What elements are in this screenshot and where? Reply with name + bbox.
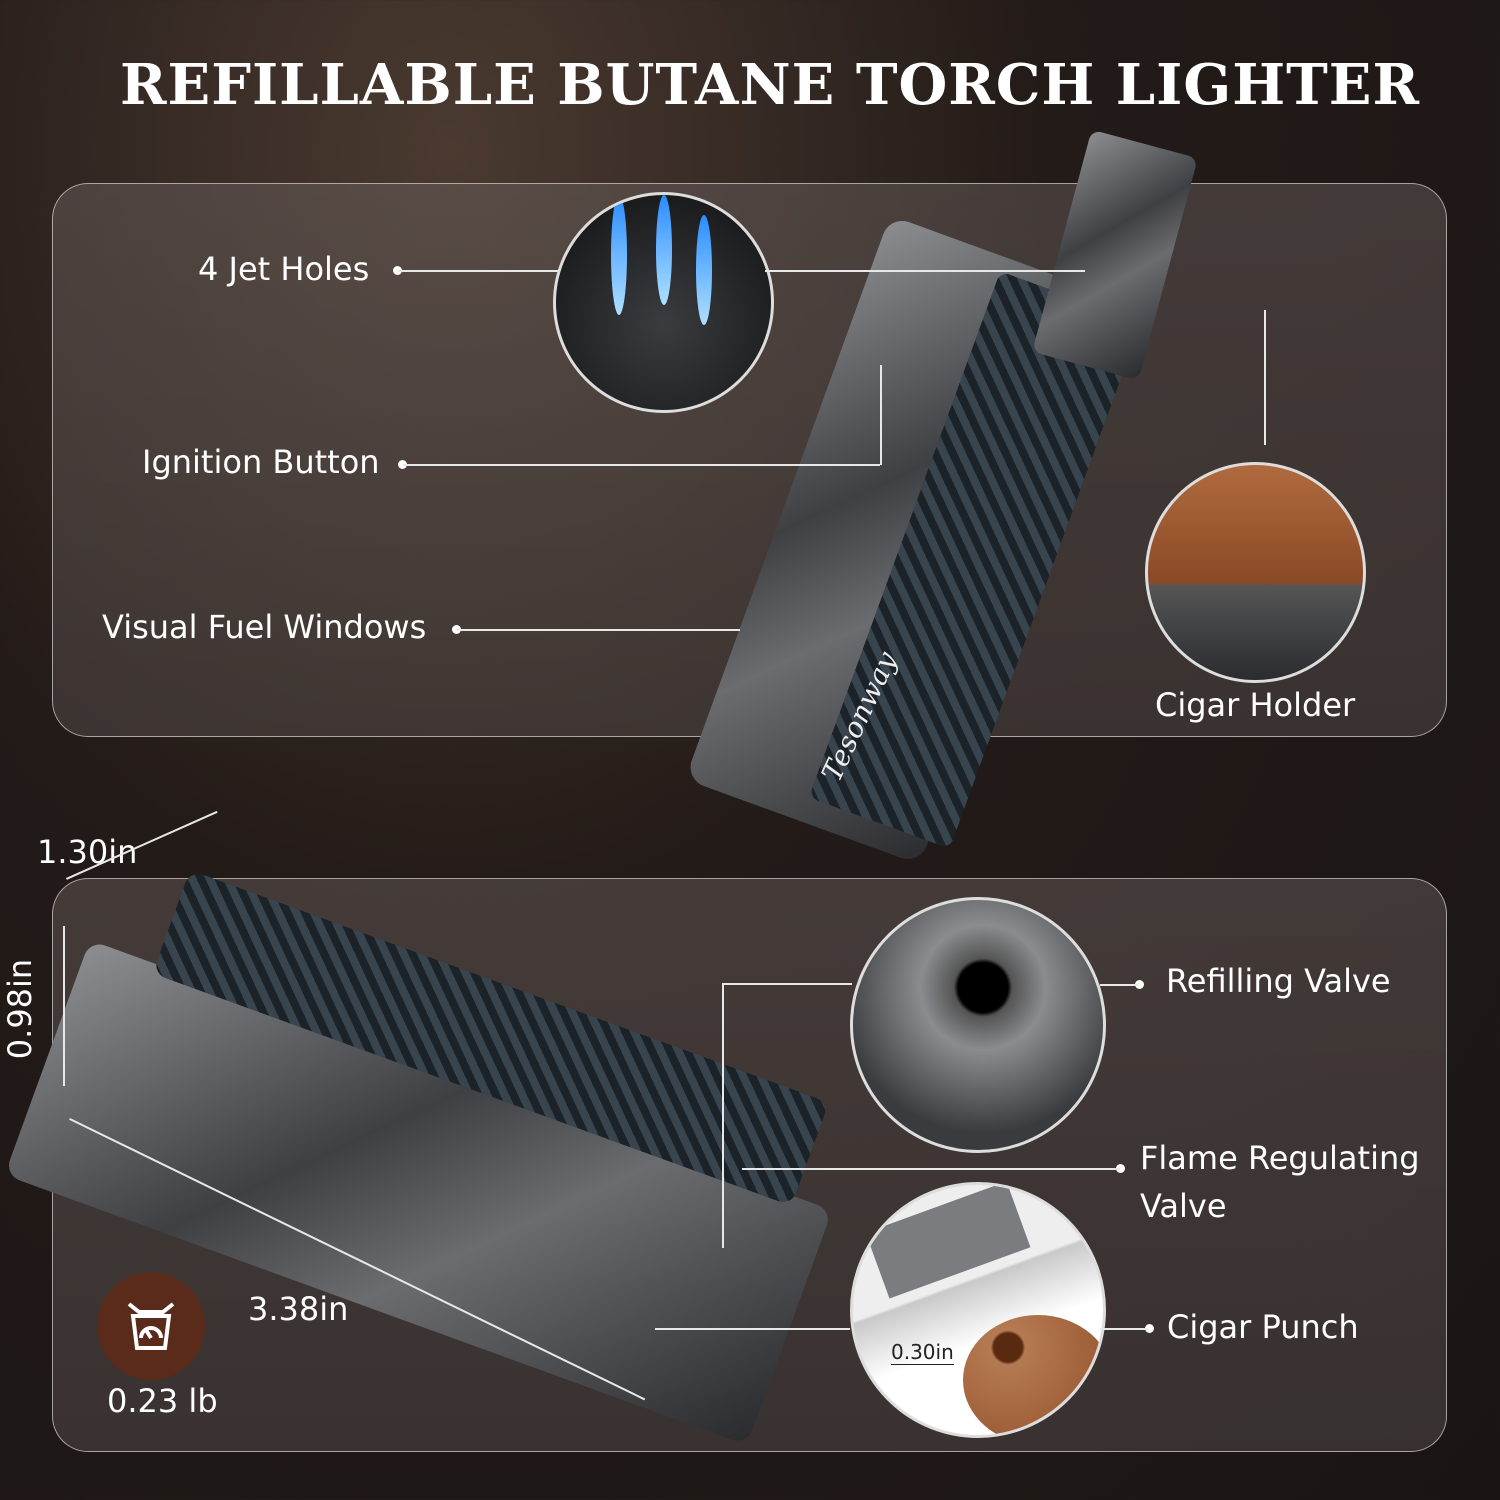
callout-cigar-holder: Cigar Holder <box>1155 686 1356 724</box>
callout-line <box>722 983 724 1248</box>
callout-dot <box>393 266 402 275</box>
callout-line <box>1100 984 1138 986</box>
refilling-valve-inset <box>850 897 1106 1153</box>
callout-line <box>880 365 882 465</box>
callout-cigar-punch: Cigar Punch <box>1167 1308 1359 1346</box>
callout-line <box>765 270 1085 272</box>
callout-visual-fuel-windows: Visual Fuel Windows <box>102 608 427 646</box>
callout-line <box>1264 310 1266 445</box>
weight-value: 0.23 lb <box>107 1382 218 1420</box>
callout-dot <box>398 460 407 469</box>
callout-dot <box>1135 980 1144 989</box>
dimension-height: 0.98in <box>1 958 40 1060</box>
punch-size-label: 0.30in <box>891 1340 954 1365</box>
callout-line <box>403 464 880 466</box>
cigar-holder-inset <box>1145 462 1366 683</box>
callout-dot <box>1116 1164 1125 1173</box>
weight-badge <box>97 1272 205 1380</box>
lighter-side-image <box>4 860 870 1446</box>
callout-line <box>722 983 852 985</box>
scale-icon <box>127 1302 175 1350</box>
callout-ignition-button: Ignition Button <box>142 443 380 481</box>
callout-refilling-valve: Refilling Valve <box>1166 962 1391 1000</box>
callout-dot <box>1145 1324 1154 1333</box>
callout-line <box>655 1328 850 1330</box>
dimension-width: 1.30in <box>37 833 138 871</box>
callout-jet-holes: 4 Jet Holes <box>198 250 370 288</box>
jet-holes-inset <box>553 192 774 413</box>
callout-line <box>1100 1328 1148 1330</box>
cigar-punch-inset: 0.30in <box>850 1182 1106 1438</box>
callout-line <box>398 270 558 272</box>
callout-dot <box>452 625 461 634</box>
page-title: REFILLABLE BUTANE TORCH LIGHTER <box>119 52 1421 118</box>
dimension-length: 3.38in <box>248 1290 349 1328</box>
dimension-line-height <box>63 926 65 1086</box>
callout-line <box>742 1168 1120 1170</box>
callout-line <box>457 629 740 631</box>
callout-flame-regulating-valve: Flame Regulating Valve <box>1140 1139 1420 1225</box>
